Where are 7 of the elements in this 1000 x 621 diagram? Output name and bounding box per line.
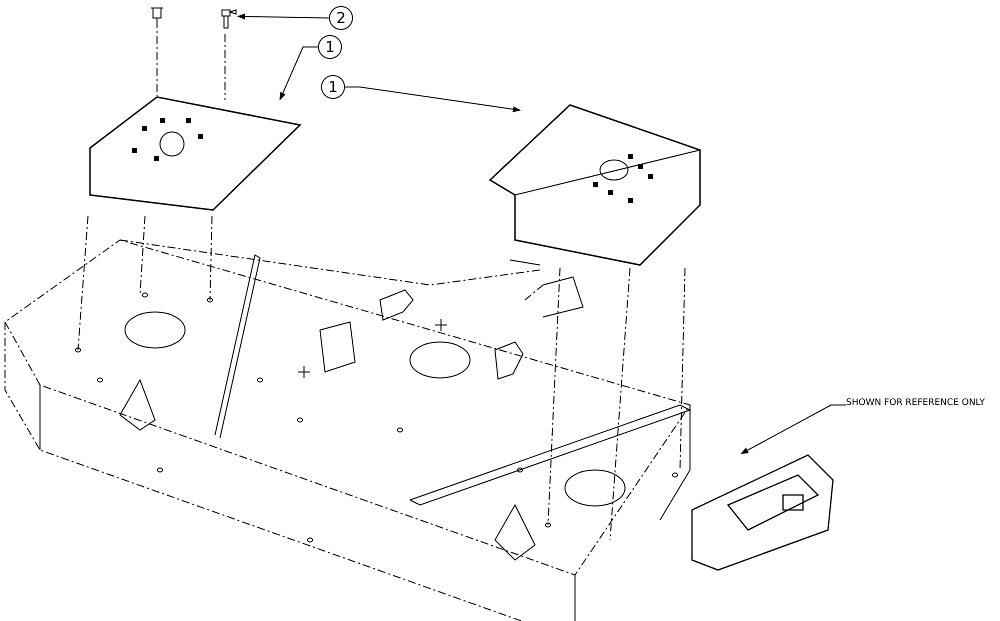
- callout-number: 2: [329, 6, 353, 30]
- leader-line: [344, 86, 521, 112]
- leader-line: [280, 46, 318, 100]
- leader-line: [237, 14, 330, 20]
- callout-number: 1: [318, 35, 342, 59]
- callout-number: 1: [321, 75, 345, 99]
- leader-line: [740, 404, 846, 454]
